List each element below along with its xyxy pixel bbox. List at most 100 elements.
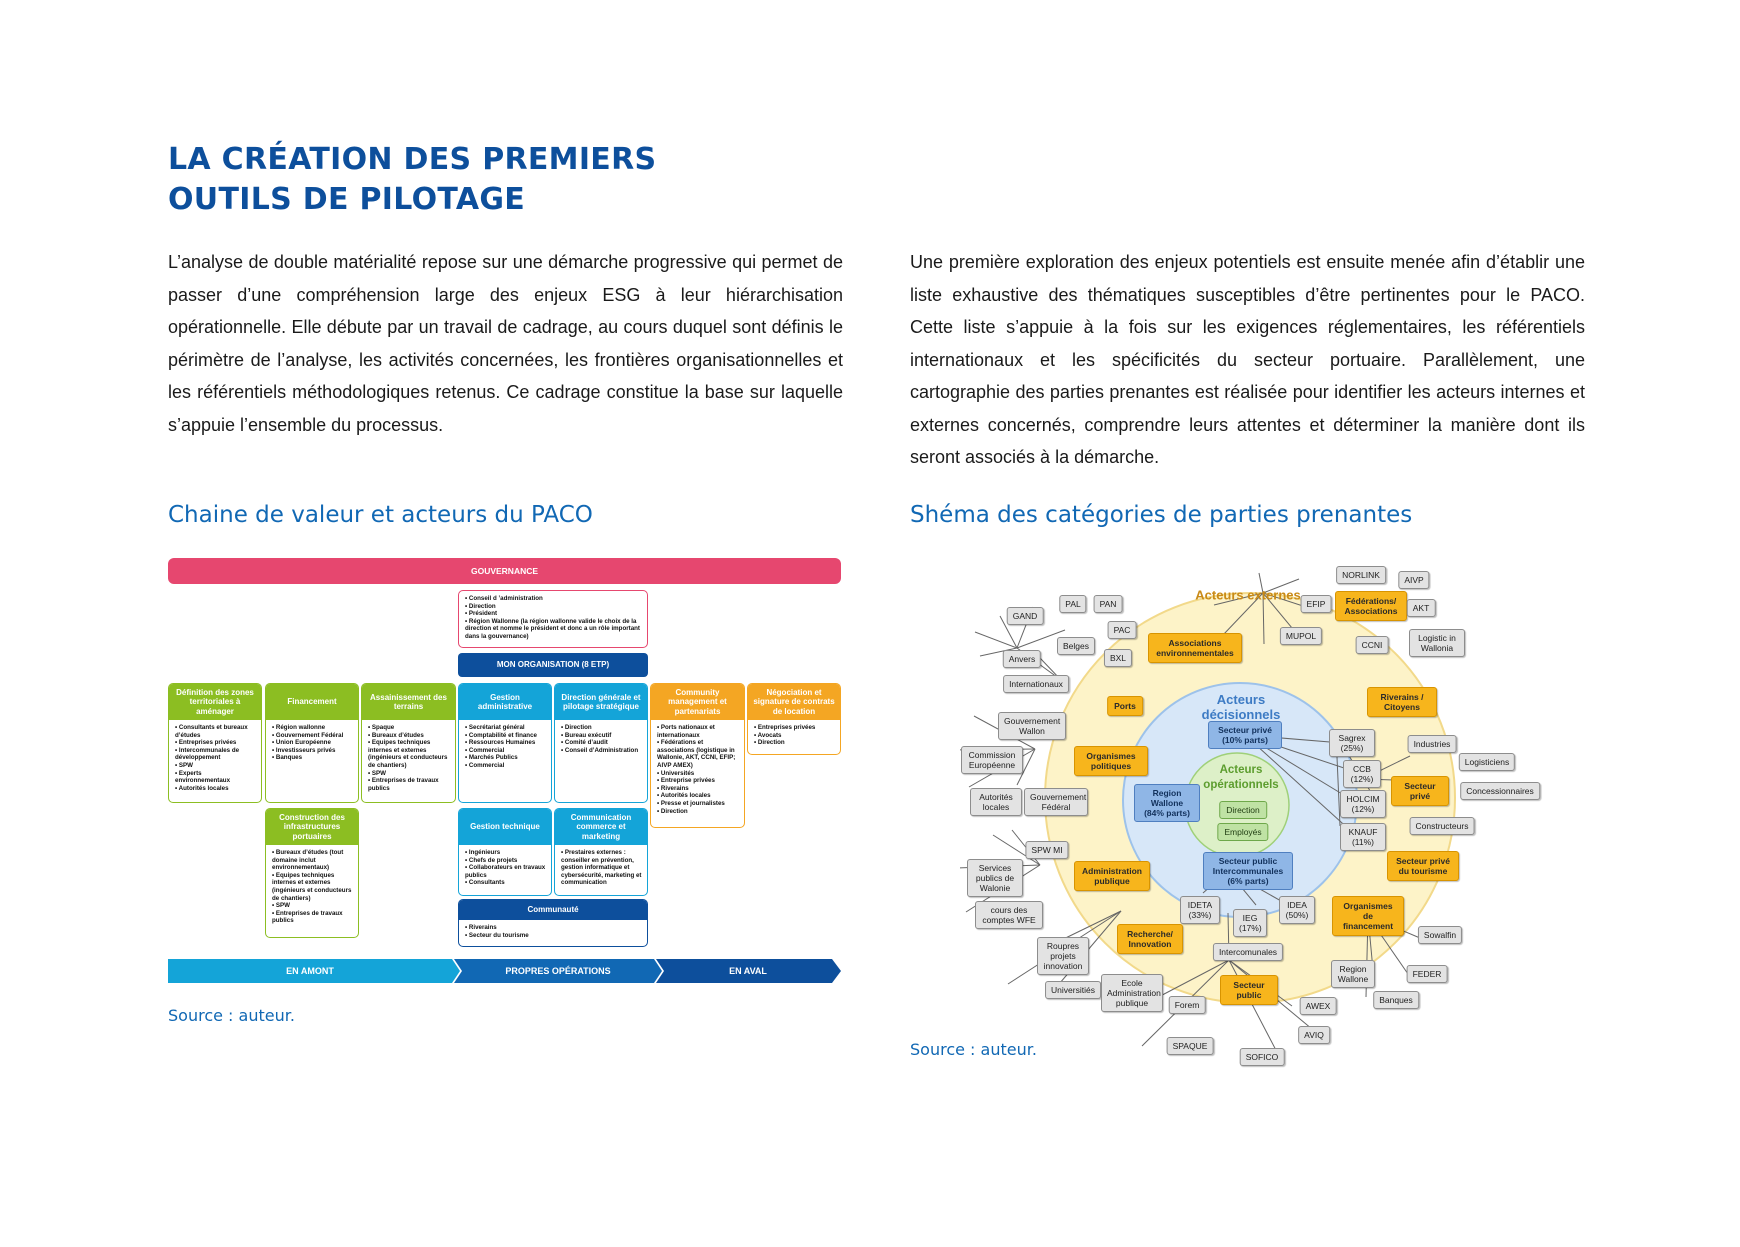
ring-decisional-label: Acteurs décisionnels [1201, 692, 1281, 722]
box-financement: Financement Région wallonneGouvernement … [265, 683, 359, 803]
box-construction: Construction des infrastructures portuai… [265, 808, 359, 938]
box-community-title: Community management et partenariats [651, 684, 744, 720]
gouvernance-list: Conseil d ’administrationDirectionPrésid… [459, 591, 647, 641]
box-negociation-list: Entreprises privéesAvocatsDirection [748, 720, 840, 747]
list-item: Conseil d’Administration [561, 747, 643, 755]
node-cours-comptes: cours des comptes WFE [975, 901, 1043, 929]
node-assoc-env: Associations environnementales [1148, 633, 1242, 663]
list-item: Equipes techniques internes et externes … [368, 739, 451, 769]
box-community-list: Ports nationaux et internationauxFédérat… [651, 720, 744, 815]
box-community: Community management et partenariats Por… [650, 683, 745, 828]
box-construction-title: Construction des infrastructures portuai… [266, 809, 358, 845]
node-idea: IDEA (50%) [1279, 896, 1315, 924]
list-item: SPW [175, 762, 257, 770]
list-item: Experts environnementaux [175, 770, 257, 785]
node-concessionnaires: Concessionnaires [1460, 782, 1540, 800]
box-assainissement: Assainissement des terrains SpaqueBureau… [361, 683, 456, 803]
node-public-6: Secteur public Intercommunales (6% parts… [1203, 852, 1293, 890]
arrow-amont-label: EN AMONT [286, 966, 334, 976]
mon-organisation-bar: MON ORGANISATION (8 ETP) [458, 653, 648, 677]
figure-left-source: Source : auteur. [168, 1006, 295, 1025]
node-ccni: CCNI [1355, 636, 1389, 654]
title-line-1: LA CRÉATION DES PREMIERS [168, 142, 657, 177]
node-org-fin: Organismes de financement [1332, 896, 1404, 936]
node-forem: Forem [1168, 996, 1206, 1014]
list-item: Marchés Publics [465, 754, 547, 762]
node-gouv-wallon: Gouvernement Wallon [998, 712, 1066, 740]
node-org-pol: Organismes politiques [1074, 746, 1148, 776]
node-ieg: IEG (17%) [1233, 909, 1267, 937]
list-item: Fédérations et associations (logistique … [657, 739, 740, 769]
box-financement-list: Région wallonneGouvernement FédéralUnion… [266, 720, 358, 762]
node-admin-pub: Administration publique [1074, 861, 1150, 891]
list-item: Secteur du tourisme [465, 932, 643, 940]
title-line-2: OUTILS DE PILOTAGE [168, 182, 526, 217]
node-direction: Direction [1219, 801, 1267, 819]
list-item: Universités [657, 770, 740, 778]
box-communaute-list: RiverainsSecteur du tourisme [459, 920, 647, 939]
list-item: Equipes techniques internes et externes … [272, 872, 354, 902]
list-item: Union Européenne [272, 739, 354, 747]
list-item: Direction [657, 808, 740, 816]
node-sagrex: Sagrex (25%) [1329, 729, 1375, 757]
list-item: Banques [272, 754, 354, 762]
node-awex: AWEX [1299, 997, 1337, 1015]
box-communication: Communication commerce et marketing Pres… [554, 808, 648, 896]
node-knauf: KNAUF (11%) [1340, 823, 1386, 851]
list-item: Chefs de projets [465, 857, 547, 865]
list-item: Président [465, 610, 643, 618]
box-assainissement-list: SpaqueBureaux d’étudesEquipes techniques… [362, 720, 455, 792]
list-item: Gouvernement Fédéral [272, 732, 354, 740]
box-communaute-title: Communauté [459, 900, 647, 920]
figure-left-heading: Chaine de valeur et acteurs du PACO [168, 502, 593, 528]
arrow-aval [656, 959, 841, 983]
list-item: SPW [272, 902, 354, 910]
arrow-propres-label: PROPRES OPÉRATIONS [505, 966, 611, 976]
node-constructeurs: Constructeurs [1409, 817, 1475, 835]
list-item: Direction [561, 724, 643, 732]
box-gestion-tech-list: IngénieursChefs de projetsCollaborateurs… [459, 845, 551, 887]
node-gand: GAND [1006, 607, 1044, 625]
node-riverains: Riverains / Citoyens [1367, 687, 1437, 717]
gouvernance-box: Conseil d ’administrationDirectionPrésid… [458, 590, 648, 648]
node-internationaux: Internationaux [1003, 675, 1069, 693]
node-ccb: CCB (12%) [1343, 760, 1381, 788]
node-belges: Belges [1057, 637, 1095, 655]
list-item: Presse et journalistes [657, 800, 740, 808]
node-prive-tourisme: Secteur privé du tourisme [1387, 851, 1459, 881]
list-item: Secrétariat général [465, 724, 547, 732]
node-efip: EFIP [1300, 595, 1332, 613]
list-item: Autorités locales [175, 785, 257, 793]
node-logisticiens: Logisticiens [1458, 753, 1516, 771]
list-item: Intercommunales de développement [175, 747, 257, 762]
node-aivp: AIVP [1398, 571, 1430, 589]
node-secteur-prive: Secteur privé [1391, 776, 1449, 806]
ring-external-label: Acteurs externes [1195, 587, 1301, 603]
node-sowalfin: Sowalfin [1417, 926, 1463, 944]
list-item: Ressources Humaines [465, 739, 547, 747]
value-chain-diagram: GOUVERNANCE Conseil d ’administrationDir… [168, 558, 841, 983]
list-item: Consultants [465, 879, 547, 887]
node-employes: Employés [1217, 823, 1269, 841]
box-financement-title: Financement [266, 684, 358, 720]
list-item: Direction [754, 739, 836, 747]
list-item: Conseil d ’administration [465, 595, 643, 603]
list-item: Commercial [465, 762, 547, 770]
node-logistic: Logistic in Wallonia [1409, 629, 1465, 657]
list-item: Entreprise privées [657, 777, 740, 785]
node-region-wallone: Region Wallone [1331, 960, 1375, 988]
box-gestion-admin-title: Gestion administrative [459, 684, 551, 720]
arrow-amont [168, 959, 460, 983]
node-mupol: MUPOL [1279, 627, 1323, 645]
node-commission: Commission Européenne [961, 746, 1023, 774]
box-assainissement-title: Assainissement des terrains [362, 684, 455, 720]
list-item: Riverains [657, 785, 740, 793]
box-direction-title: Direction générale et pilotage stratégiq… [555, 684, 647, 720]
list-item: Comité d’audit [561, 739, 643, 747]
list-item: Bureau exécutif [561, 732, 643, 740]
node-akt: AKT [1406, 599, 1436, 617]
node-secteur-public: Secteur public [1220, 975, 1278, 1005]
arrow-aval-label: EN AVAL [729, 966, 767, 976]
node-universites: Universitiés [1045, 981, 1101, 999]
box-negociation: Négociation et signature de contrats de … [747, 683, 841, 755]
